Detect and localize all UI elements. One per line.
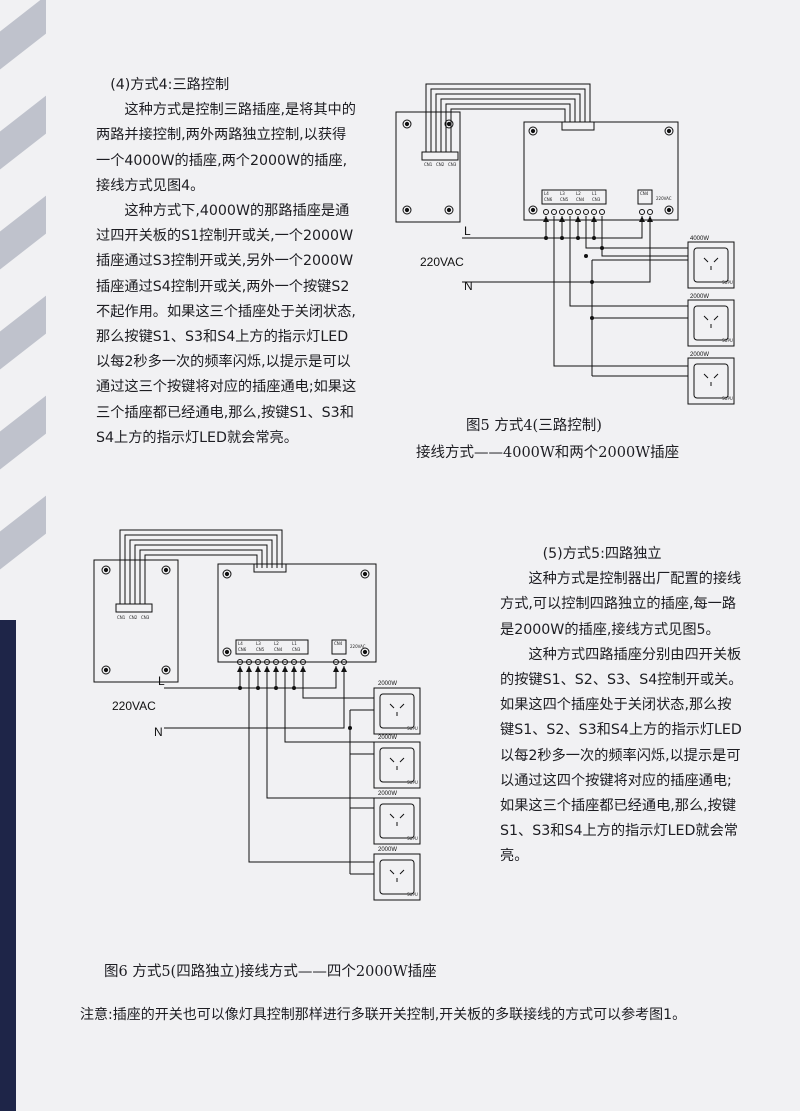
figure5-terminal-l4: L4 — [544, 191, 549, 196]
figure5-socket-1-rating: 4000W — [690, 236, 709, 242]
figure5-socket-2-brand: SUPU — [722, 338, 733, 343]
figure6-terminal-l4: L4 — [238, 641, 243, 646]
figure6-socket-1-rating: 2000W — [378, 681, 397, 687]
figure5-terminal-cn5: CN5 — [560, 197, 569, 202]
figure5-cn3-label: CN3 — [448, 162, 457, 167]
figure5-cn2-label: CN2 — [436, 162, 445, 167]
note-paragraph: 注意:插座的开关也可以像灯具控制那样进行多联开关控制,开关板的多联接线的方式可以… — [80, 1007, 687, 1023]
figure5-terminal-cn3: CN3 — [592, 197, 601, 202]
figure5-socket-3-rating: 2000W — [690, 352, 709, 358]
decorative-stripes — [0, 0, 46, 620]
figure6-cn2-label: CN2 — [129, 615, 138, 620]
figure5-terminal-l2: L2 — [576, 191, 581, 196]
section4-text: (4)方式4:三路控制 这种方式是控制三路插座,是将其中的两路并接控制,两外两路… — [96, 73, 358, 451]
figure6-terminal-cn5: CN5 — [256, 647, 265, 652]
section5-paragraph-2: 这种方式四路插座分别由四开关板的按键S1、S2、S3、S4控制开或关。如果这四个… — [500, 646, 743, 865]
figure6-power-terminal: 220VAC — [350, 644, 366, 649]
figure6-terminal-l1: L1 — [292, 641, 297, 646]
figure5-cn1-label: CN1 — [424, 162, 433, 167]
figure5-power-sub: CN4 — [640, 191, 649, 196]
section4-heading: (4)方式4:三路控制 — [110, 77, 230, 93]
figure6-cn1-label: CN1 — [117, 615, 126, 620]
figure6-socket-4-rating: 2000W — [378, 847, 397, 853]
figure6-caption: 图6 方式5(四路独立)接线方式——四个2000W插座 — [104, 964, 437, 980]
figure6-cn3-label: CN3 — [141, 615, 150, 620]
figure5-caption-line1: 图5 方式4(三路控制) — [466, 418, 602, 434]
figure5-neutral-label: N — [464, 279, 473, 293]
figure5-caption-line2: 接线方式——4000W和两个2000W插座 — [416, 445, 680, 461]
figure6-terminal-cn6: CN6 — [238, 647, 247, 652]
figure6-socket-1-brand: SUPU — [407, 726, 418, 731]
section4-paragraph-1: 这种方式是控制三路插座,是将其中的两路并接控制,两外两路独立控制,以获得一个40… — [96, 102, 356, 194]
accent-bar — [0, 620, 16, 1111]
section5-heading: (5)方式5:四路独立 — [542, 546, 662, 562]
figure6-power-sub: CN4 — [334, 641, 343, 646]
section5-paragraph-1: 这种方式是控制器出厂配置的接线方式,可以控制四路独立的插座,每一路是2000W的… — [500, 571, 742, 638]
figure5-mains-label: 220VAC — [420, 255, 464, 269]
figure6-terminal-cn4: CN4 — [274, 647, 283, 652]
section4-paragraph-2: 这种方式下,4000W的那路插座是通过四开关板的S1控制开或关,一个2000W插… — [96, 203, 357, 446]
figure5-line-label: L — [464, 224, 471, 238]
figure6-terminal-l3: L3 — [256, 641, 261, 646]
figure6-mains-label: 220VAC — [112, 699, 156, 713]
figure6-socket-3-brand: SUPU — [407, 836, 418, 841]
figure5-power-terminal: 220VAC — [656, 196, 672, 201]
figure5-socket-1-brand: SUPU — [722, 280, 733, 285]
section5-text: (5)方式5:四路独立 这种方式是控制器出厂配置的接线方式,可以控制四路独立的插… — [500, 542, 744, 870]
figure5-terminal-cn4: CN4 — [576, 197, 585, 202]
figure6-line-label: L — [158, 674, 165, 688]
figure5-wiring-diagram: L 220VAC N 4000W 2000W 2000W SUPU SUPU S… — [380, 70, 740, 410]
figure6-neutral-label: N — [154, 725, 163, 739]
figure6-socket-4-brand: SUPU — [407, 892, 418, 897]
figure6-terminal-l2: L2 — [274, 641, 279, 646]
figure6-socket-3-rating: 2000W — [378, 791, 397, 797]
figure6-wiring-diagram: L 220VAC N 2000W 2000W 2000W 2000W SUPU … — [86, 522, 446, 902]
figure6-terminal-cn3: CN3 — [292, 647, 301, 652]
figure6-socket-2-brand: SUPU — [407, 780, 418, 785]
figure5-terminal-cn6: CN6 — [544, 197, 553, 202]
figure5-terminal-l1: L1 — [592, 191, 597, 196]
figure6-socket-2-rating: 2000W — [378, 735, 397, 741]
figure5-socket-2-rating: 2000W — [690, 294, 709, 300]
figure5-terminal-l3: L3 — [560, 191, 565, 196]
figure5-socket-3-brand: SUPU — [722, 396, 733, 401]
